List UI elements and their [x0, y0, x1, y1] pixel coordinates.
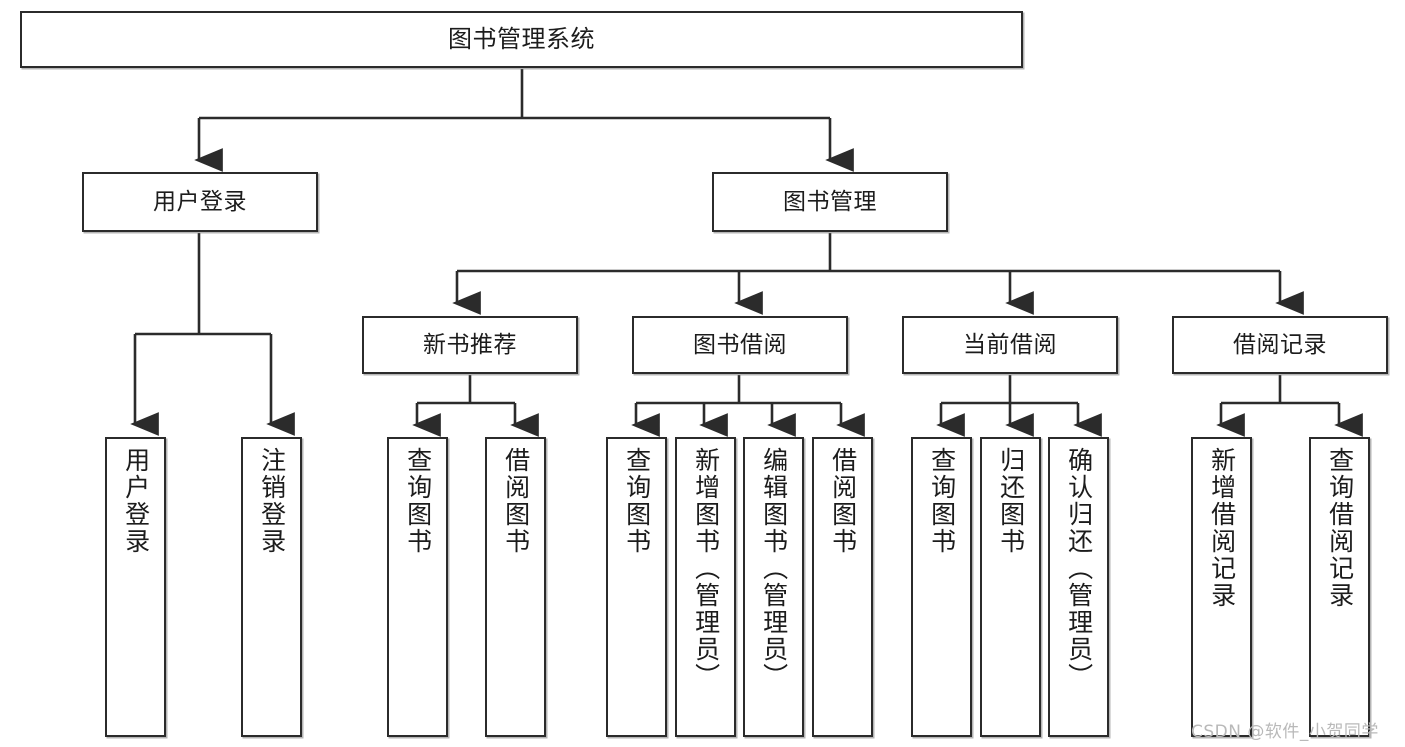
leaf-current-borrow-query-book[interactable]: 查询图书 — [911, 437, 972, 737]
node-label: 编辑图书（管理员） — [759, 447, 789, 690]
leaf-new-book-query-book[interactable]: 查询图书 — [387, 437, 448, 737]
node-new-book-recommend[interactable]: 新书推荐 — [362, 316, 578, 374]
leaf-book-borrow-edit-book-admin[interactable]: 编辑图书（管理员） — [743, 437, 804, 737]
leaf-new-book-borrow-book[interactable]: 借阅图书 — [485, 437, 546, 737]
node-root-book-management-system[interactable]: 图书管理系统 — [20, 11, 1023, 68]
node-label: 注销登录 — [257, 447, 287, 555]
leaf-current-borrow-confirm-return-admin[interactable]: 确认归还（管理员） — [1048, 437, 1109, 737]
node-current-borrow[interactable]: 当前借阅 — [902, 316, 1118, 374]
node-label: 借阅记录 — [1233, 331, 1327, 358]
node-label: 图书借阅 — [693, 331, 787, 358]
node-label: 查询借阅记录 — [1325, 447, 1355, 609]
leaf-book-borrow-add-book-admin[interactable]: 新增图书（管理员） — [675, 437, 736, 737]
node-borrow-record[interactable]: 借阅记录 — [1172, 316, 1388, 374]
node-label: 查询图书 — [622, 447, 652, 555]
node-label: 确认归还（管理员） — [1064, 447, 1094, 690]
node-label: 借阅图书 — [501, 447, 531, 555]
leaf-book-borrow-borrow-book[interactable]: 借阅图书 — [812, 437, 873, 737]
node-book-management[interactable]: 图书管理 — [712, 172, 948, 232]
csdn-watermark: CSDN @软件_小贺同学 — [1191, 717, 1379, 742]
node-user-login[interactable]: 用户登录 — [82, 172, 318, 232]
node-label: 新书推荐 — [423, 331, 517, 358]
node-label: 新增图书（管理员） — [691, 447, 721, 690]
node-label: 归还图书 — [996, 447, 1026, 555]
node-label: 图书管理系统 — [448, 24, 595, 53]
leaf-user-login-logout[interactable]: 注销登录 — [241, 437, 302, 737]
leaf-user-login-login[interactable]: 用户登录 — [105, 437, 166, 737]
leaf-borrow-record-query-record[interactable]: 查询借阅记录 — [1309, 437, 1370, 737]
node-label: 新增借阅记录 — [1207, 447, 1237, 609]
node-label: 用户登录 — [121, 447, 151, 555]
node-book-borrow[interactable]: 图书借阅 — [632, 316, 848, 374]
leaf-current-borrow-return-book[interactable]: 归还图书 — [980, 437, 1041, 737]
leaf-book-borrow-query-book[interactable]: 查询图书 — [606, 437, 667, 737]
leaf-borrow-record-add-record[interactable]: 新增借阅记录 — [1191, 437, 1252, 737]
node-label: 图书管理 — [783, 188, 877, 215]
node-label: 查询图书 — [927, 447, 957, 555]
node-label: 当前借阅 — [963, 331, 1057, 358]
node-label: 查询图书 — [403, 447, 433, 555]
node-label: 借阅图书 — [828, 447, 858, 555]
node-label: 用户登录 — [153, 188, 247, 215]
watermark-text: CSDN @软件_小贺同学 — [1191, 722, 1379, 742]
